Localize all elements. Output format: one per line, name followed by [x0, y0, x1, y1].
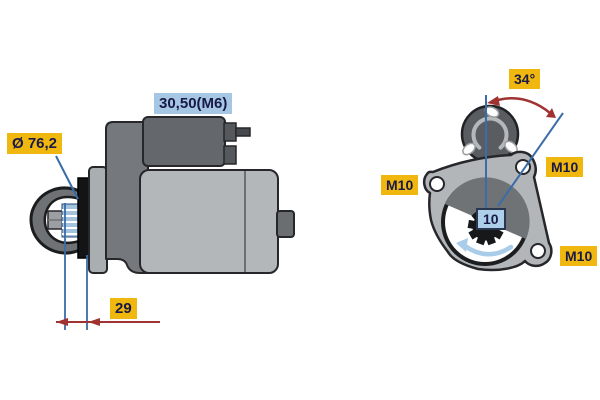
bolt-label-bottom-right: M10	[560, 246, 598, 266]
side-view	[29, 116, 295, 330]
dimension-arrowhead-left	[56, 318, 68, 326]
flange-plate	[88, 166, 108, 274]
dim-label-pinion-protrusion: 29	[110, 298, 137, 319]
terminal-stud-upper	[235, 127, 251, 137]
bolt-hole-bottom-right	[530, 243, 546, 259]
solenoid-body	[142, 116, 226, 167]
motor-housing	[139, 169, 279, 274]
dim-label-mounting-angle: 34°	[509, 69, 541, 89]
dim-label-flange-diameter: Ø 76,2	[7, 133, 63, 154]
terminal-stud-upper-base	[223, 122, 237, 142]
pinion-teeth-count-label: 10	[476, 208, 506, 230]
angle-line-34deg	[497, 112, 564, 207]
front-view	[422, 95, 564, 272]
bolt-hole-left	[429, 176, 445, 192]
output-shaft-stub	[276, 210, 295, 238]
rotation-direction-arrow-icon	[456, 238, 514, 257]
terminal-stud-lower	[223, 145, 237, 165]
bolt-label-left: M10	[381, 175, 419, 195]
solenoid-cap-arc	[471, 116, 509, 150]
bolt-label-top-right: M10	[546, 157, 584, 177]
dimension-arrowhead-right	[88, 318, 100, 326]
angle-arc-arrow-icon	[487, 96, 556, 118]
dim-label-solenoid-terminal: 30,50(M6)	[154, 93, 233, 114]
diameter-leader-line	[55, 155, 79, 200]
drive-end-bracket	[105, 121, 149, 274]
solenoid-terminal-left	[462, 142, 476, 156]
